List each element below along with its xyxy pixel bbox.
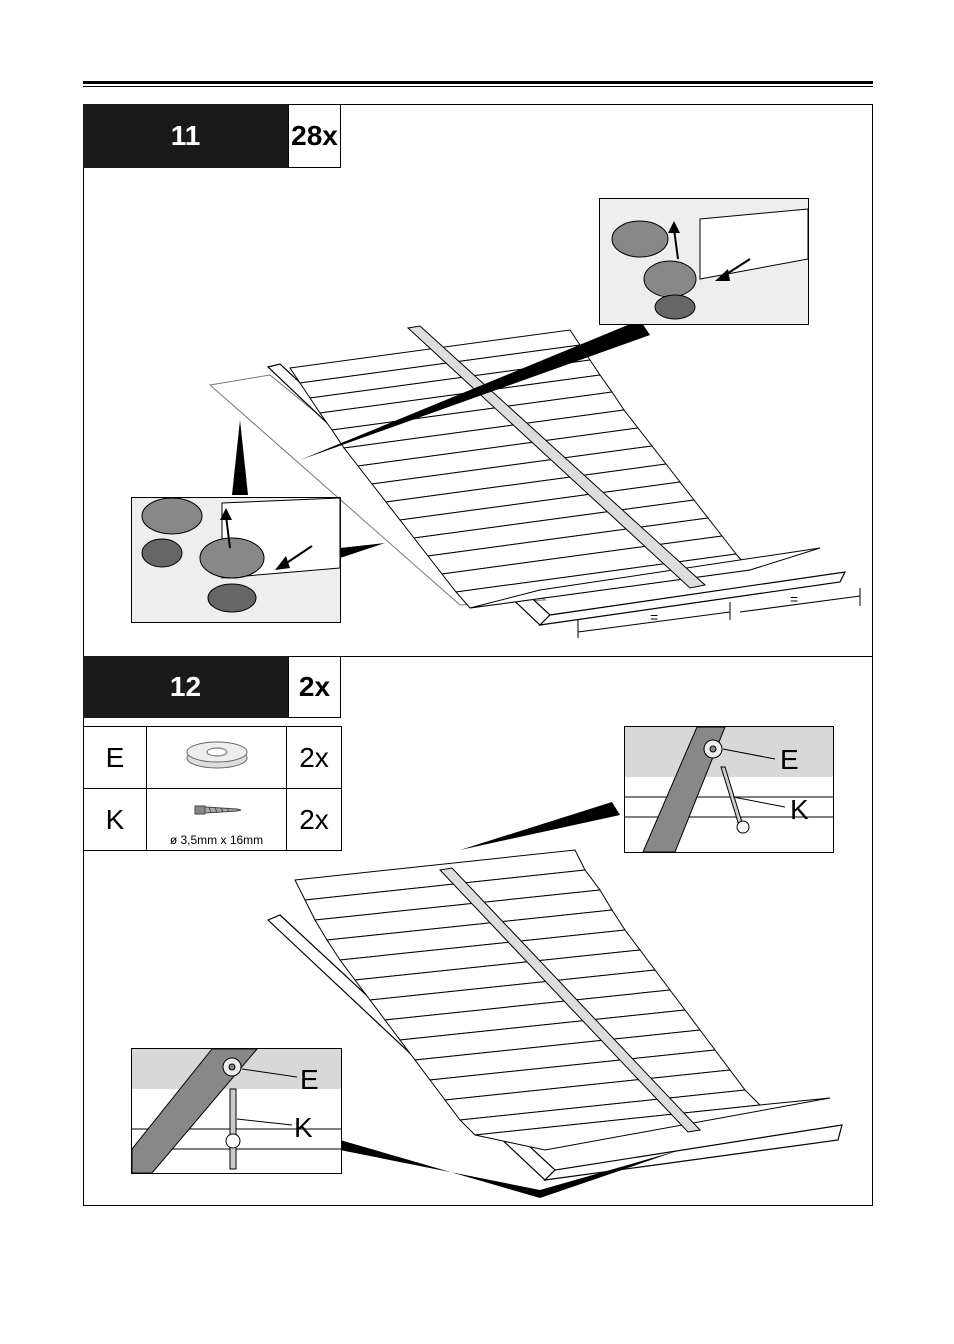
floor-plane — [208, 374, 547, 606]
dimension-lines — [577, 588, 861, 638]
frame-end-rail — [543, 1124, 843, 1181]
frame-end-rail — [538, 571, 847, 626]
screw-fixing-detail: E K — [625, 727, 833, 852]
leader-wedge-left — [232, 420, 248, 495]
label-k: K — [294, 1112, 313, 1143]
part-letter: K — [83, 788, 147, 851]
leader-wedge-bottom — [340, 1140, 680, 1198]
header-rule-thin — [83, 86, 873, 87]
detail-inset-left — [131, 497, 341, 623]
step-quantity: 2x — [288, 656, 341, 718]
part-spec: ø 3,5mm x 16mm — [169, 833, 264, 847]
screw-detail-inset-top: E K — [624, 726, 834, 853]
washer-icon — [186, 741, 247, 769]
part-row: E 2x — [83, 726, 342, 789]
step-number: 12 — [83, 656, 288, 718]
slat-group-12 — [294, 849, 831, 1151]
parts-list: E 2x K ø 3,5mm x 16mm 2x — [83, 726, 342, 851]
label-k: K — [790, 794, 809, 825]
leader-wedge-top — [460, 802, 620, 850]
step-number: 11 — [83, 104, 288, 168]
part-row: K ø 3,5mm x 16mm 2x — [83, 788, 342, 851]
part-quantity: 2x — [286, 726, 342, 789]
instruction-frame — [83, 104, 873, 1206]
label-e: E — [300, 1064, 319, 1095]
leader-wedge-top — [300, 320, 650, 460]
part-letter: E — [83, 726, 147, 789]
leader-wedge-right — [340, 543, 385, 558]
part-image: ø 3,5mm x 16mm — [146, 788, 287, 851]
dimension-mark-2: = — [790, 591, 798, 607]
part-image — [146, 726, 287, 789]
label-e: E — [780, 744, 799, 775]
slat-cap-detail-top — [600, 199, 808, 324]
step-divider — [83, 656, 873, 657]
part-quantity: 2x — [286, 788, 342, 851]
screw-fixing-detail: E K — [132, 1049, 341, 1173]
center-strap — [438, 867, 702, 1133]
slat-cap-detail-left — [132, 498, 340, 622]
screw-detail-inset-left: E K — [131, 1048, 342, 1174]
step-quantity: 28x — [288, 104, 341, 168]
screw-icon — [194, 805, 241, 815]
dimension-mark-1: = — [650, 609, 658, 625]
detail-inset-top — [599, 198, 809, 325]
header-rule-thick — [83, 81, 873, 84]
